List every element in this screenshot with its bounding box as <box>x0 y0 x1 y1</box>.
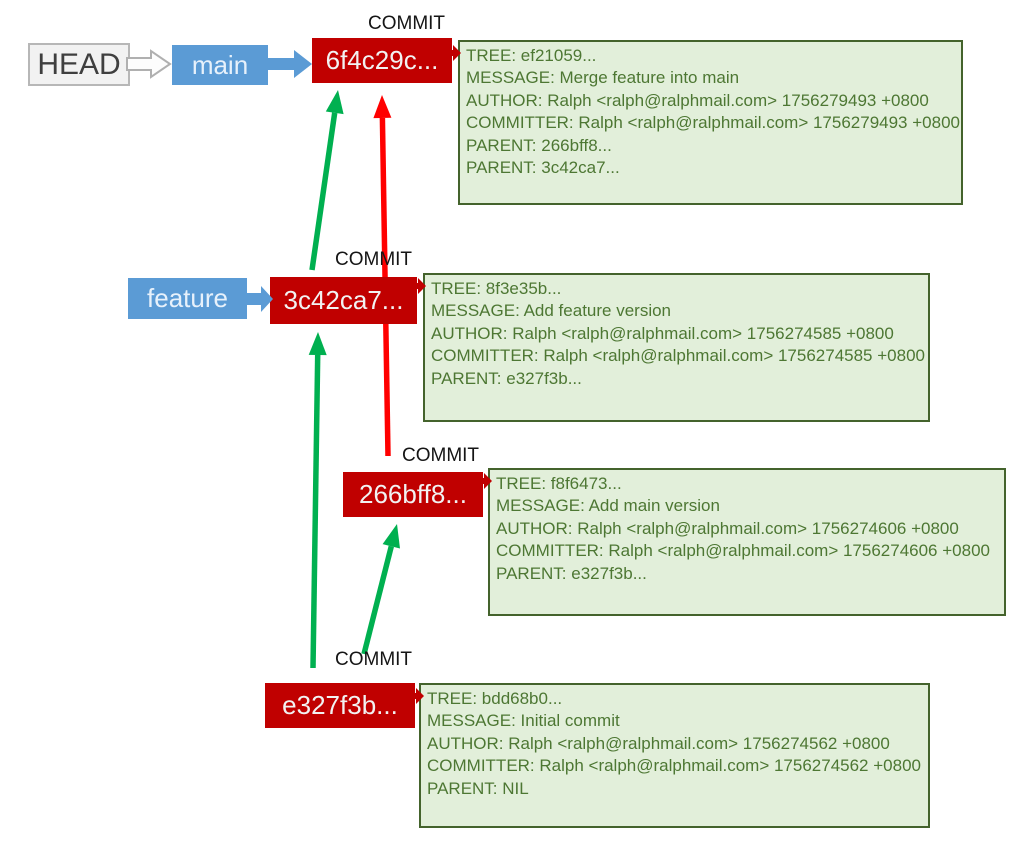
branch-label-feature: feature <box>147 283 228 313</box>
info-line-committer: COMMITTER: Ralph <ralph@ralphmail.com> 1… <box>466 113 960 133</box>
arrow-e327f3b-to-3c42ca7-head <box>308 332 327 356</box>
info-line-parent-1: PARENT: e327f3b... <box>431 368 582 388</box>
commit-info-box-e327f3b: TREE: bdd68b0... MESSAGE: Initial commit… <box>419 683 930 828</box>
arrow-266bff8-to-6f4c29c-head <box>373 95 392 119</box>
arrow-3c42ca7-to-6f4c29c-head <box>325 90 344 115</box>
info-line-author: AUTHOR: Ralph <ralph@ralphmail.com> 1756… <box>466 90 929 110</box>
commit-info-box-3c42ca7: TREE: 8f3e35b... MESSAGE: Add feature ve… <box>423 273 930 422</box>
info-line-message: MESSAGE: Initial commit <box>427 711 620 731</box>
commit-caption: COMMIT <box>368 13 446 34</box>
commit-id: 266bff8... <box>359 479 467 509</box>
info-line-message: MESSAGE: Add main version <box>496 496 720 516</box>
info-line-message: MESSAGE: Add feature version <box>431 301 672 321</box>
info-line-tree: TREE: bdd68b0... <box>427 689 563 708</box>
info-line-committer: COMMITTER: Ralph <ralph@ralphmail.com> 1… <box>427 756 921 776</box>
arrow-e327f3b-to-266bff8-line <box>361 545 394 655</box>
branch-box-main: main <box>172 45 268 85</box>
main-to-commit-arrow-icon <box>267 47 313 81</box>
info-line-committer: COMMITTER: Ralph <ralph@ralphmail.com> 1… <box>431 346 925 366</box>
arrow-3c42ca7-to-6f4c29c-line <box>309 112 338 271</box>
info-line-parent-1: PARENT: 266bff8... <box>466 135 612 155</box>
commit-pointer-arrow-icon <box>477 472 493 490</box>
arrow-e327f3b-to-266bff8-head <box>382 524 400 549</box>
commit-caption: COMMIT <box>402 445 480 466</box>
info-line-parent-2: PARENT: 3c42ca7... <box>466 158 620 178</box>
info-line-committer: COMMITTER: Ralph <ralph@ralphmail.com> 1… <box>496 541 990 561</box>
commit-node-3c42ca7: 3c42ca7... <box>270 277 417 324</box>
info-line-tree: TREE: ef21059... <box>466 46 597 65</box>
commit-id: e327f3b... <box>282 690 398 720</box>
commit-node-e327f3b: e327f3b... <box>265 683 415 728</box>
commit-id: 6f4c29c... <box>325 45 439 75</box>
head-to-main-arrow-icon <box>126 48 172 80</box>
commit-node-266bff8: 266bff8... <box>343 472 483 517</box>
head-label: HEAD <box>37 47 121 81</box>
info-line-parent-1: PARENT: e327f3b... <box>496 563 647 583</box>
commit-info-box-266bff8: TREE: f8f6473... MESSAGE: Add main versi… <box>488 468 1006 616</box>
commit-pointer-arrow-icon <box>411 277 427 295</box>
info-line-message: MESSAGE: Merge feature into main <box>466 68 740 88</box>
branch-label-main: main <box>191 49 249 80</box>
info-line-author: AUTHOR: Ralph <ralph@ralphmail.com> 1756… <box>431 323 894 343</box>
feature-to-commit-arrow-icon <box>247 283 274 315</box>
commit-node-6f4c29c: 6f4c29c... <box>312 38 452 83</box>
branch-box-feature: feature <box>128 278 247 319</box>
info-line-author: AUTHOR: Ralph <ralph@ralphmail.com> 1756… <box>496 518 959 538</box>
info-line-parent-1: PARENT: NIL <box>427 778 529 798</box>
commit-caption: COMMIT <box>335 649 413 670</box>
commit-info-box-6f4c29c: TREE: ef21059... MESSAGE: Merge feature … <box>458 40 963 205</box>
commit-pointer-arrow-icon <box>446 44 462 62</box>
commit-pointer-arrow-icon <box>409 687 425 705</box>
head-box: HEAD <box>28 43 130 86</box>
commit-id: 3c42ca7... <box>283 285 404 315</box>
info-line-author: AUTHOR: Ralph <ralph@ralphmail.com> 1756… <box>427 733 890 753</box>
info-line-tree: TREE: f8f6473... <box>496 474 622 493</box>
info-line-tree: TREE: 8f3e35b... <box>431 279 562 298</box>
arrow-e327f3b-to-3c42ca7-line <box>310 354 321 669</box>
commit-caption: COMMIT <box>335 249 413 270</box>
